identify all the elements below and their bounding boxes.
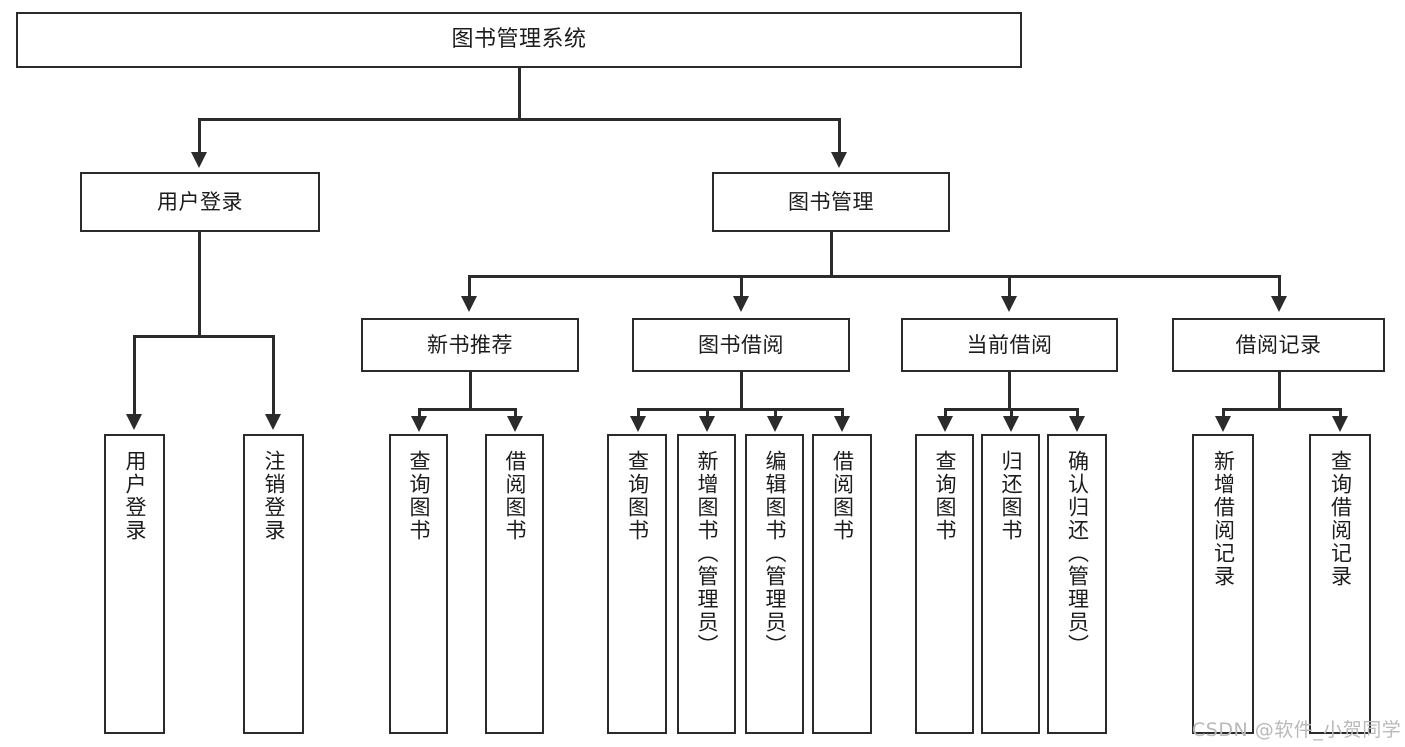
- arrowhead-bm-new-book: [461, 296, 477, 312]
- arrowhead-br-leaf-1: [1215, 416, 1231, 432]
- arrowhead-user-login-leaf-2: [265, 414, 281, 430]
- connector-bb-leaf-2: [706, 408, 709, 420]
- node-label: 新增图书（管理员）: [695, 450, 719, 657]
- connector-bb-leaf-3: [774, 408, 777, 420]
- connector-bm-to-book-borrow: [740, 275, 743, 300]
- leaf-return-book[interactable]: 归还图书: [981, 434, 1040, 734]
- node-label: 新增借阅记录: [1211, 450, 1236, 588]
- connector-user-login-bus: [133, 335, 273, 338]
- connector-book-borrow-bus: [637, 408, 843, 411]
- connector-cb-leaf-3: [1076, 408, 1079, 420]
- node-label: 图书管理: [788, 189, 874, 214]
- leaf-query-borrow-record[interactable]: 查询借阅记录: [1309, 434, 1371, 734]
- connector-br-leaf-1: [1222, 408, 1225, 420]
- connector-root-bus: [198, 118, 840, 121]
- connector-user-login-to-leaf-1: [133, 335, 136, 418]
- node-label: 查询图书: [407, 450, 431, 542]
- arrowhead-cb-leaf-3: [1069, 416, 1085, 432]
- connector-cb-leaf-1: [944, 408, 947, 420]
- connector-borrow-record-bus: [1222, 408, 1341, 411]
- node-book-management[interactable]: 图书管理: [712, 172, 950, 232]
- leaf-add-book-admin[interactable]: 新增图书（管理员）: [677, 434, 736, 734]
- node-book-borrow[interactable]: 图书借阅: [632, 318, 850, 372]
- node-current-borrow[interactable]: 当前借阅: [901, 318, 1118, 372]
- leaf-confirm-return-admin[interactable]: 确认归还（管理员）: [1047, 434, 1107, 734]
- leaf-logout[interactable]: 注销登录: [243, 434, 304, 734]
- leaf-borrow-book-recommend[interactable]: 借阅图书: [485, 434, 544, 734]
- node-user-login[interactable]: 用户登录: [80, 172, 320, 232]
- leaf-add-borrow-record[interactable]: 新增借阅记录: [1192, 434, 1254, 734]
- connector-new-book-bus: [418, 408, 516, 411]
- leaf-user-login[interactable]: 用户登录: [104, 434, 165, 734]
- node-label: 借阅图书: [503, 450, 527, 542]
- node-label: 编辑图书（管理员）: [763, 450, 787, 657]
- leaf-query-book-borrow[interactable]: 查询图书: [607, 434, 667, 734]
- connector-root-to-book-management: [838, 118, 841, 156]
- node-label: 用户登录: [123, 450, 147, 542]
- connector-bm-to-new-book: [468, 275, 471, 300]
- arrowhead-bb-leaf-4: [834, 416, 850, 432]
- node-label: 当前借阅: [966, 332, 1053, 357]
- connector-book-borrow-stem: [740, 372, 743, 408]
- connector-user-login-to-leaf-2: [272, 335, 275, 418]
- arrowhead-cb-leaf-1: [937, 416, 953, 432]
- connector-new-book-stem: [469, 372, 472, 408]
- arrowhead-root-to-book-management: [831, 152, 847, 168]
- connector-nb-leaf-1: [418, 408, 421, 420]
- arrowhead-bm-current-borrow: [1001, 296, 1017, 312]
- node-label: 图书管理系统: [451, 27, 587, 53]
- connector-book-management-bus: [468, 275, 1280, 278]
- node-label: 查询图书: [625, 450, 650, 542]
- node-label: 查询图书: [933, 450, 957, 542]
- arrowhead-bb-leaf-3: [767, 416, 783, 432]
- connector-borrow-record-stem: [1278, 372, 1281, 408]
- connector-current-borrow-stem: [1008, 372, 1011, 408]
- node-label: 注销登录: [262, 450, 286, 542]
- node-label: 归还图书: [999, 450, 1023, 542]
- arrowhead-bm-book-borrow: [733, 296, 749, 312]
- connector-bm-to-current-borrow: [1008, 275, 1011, 300]
- connector-root-stem: [518, 68, 521, 118]
- leaf-borrow-book[interactable]: 借阅图书: [812, 434, 872, 734]
- connector-root-to-user-login: [198, 118, 201, 156]
- node-label: 确认归还（管理员）: [1065, 450, 1090, 657]
- node-label: 用户登录: [157, 189, 243, 214]
- node-borrow-record[interactable]: 借阅记录: [1172, 318, 1385, 372]
- arrowhead-nb-leaf-1: [411, 416, 427, 432]
- node-label: 图书借阅: [698, 332, 784, 357]
- node-label: 借阅记录: [1235, 332, 1322, 357]
- connector-nb-leaf-2: [514, 408, 517, 420]
- leaf-query-book-recommend[interactable]: 查询图书: [389, 434, 448, 734]
- node-new-book-recommend[interactable]: 新书推荐: [361, 318, 579, 372]
- connector-user-login-stem: [198, 232, 201, 335]
- node-label: 新书推荐: [427, 332, 513, 357]
- leaf-edit-book-admin[interactable]: 编辑图书（管理员）: [745, 434, 804, 734]
- leaf-query-book-current[interactable]: 查询图书: [915, 434, 974, 734]
- connector-book-management-stem: [830, 232, 833, 275]
- connector-cb-leaf-2: [1010, 408, 1013, 420]
- arrowhead-cb-leaf-2: [1003, 416, 1019, 432]
- connector-bm-to-borrow-record: [1278, 275, 1281, 300]
- arrowhead-root-to-user-login: [191, 152, 207, 168]
- node-root-book-management-system[interactable]: 图书管理系统: [16, 12, 1022, 68]
- arrowhead-bb-leaf-2: [699, 416, 715, 432]
- arrowhead-br-leaf-2: [1332, 416, 1348, 432]
- arrowhead-bb-leaf-1: [630, 416, 646, 432]
- arrowhead-user-login-leaf-1: [126, 414, 142, 430]
- node-label: 借阅图书: [830, 450, 855, 542]
- arrowhead-bm-borrow-record: [1271, 296, 1287, 312]
- arrowhead-nb-leaf-2: [507, 416, 523, 432]
- connector-br-leaf-2: [1339, 408, 1342, 420]
- connector-bb-leaf-1: [637, 408, 640, 420]
- connector-bb-leaf-4: [841, 408, 844, 420]
- node-label: 查询借阅记录: [1328, 450, 1353, 588]
